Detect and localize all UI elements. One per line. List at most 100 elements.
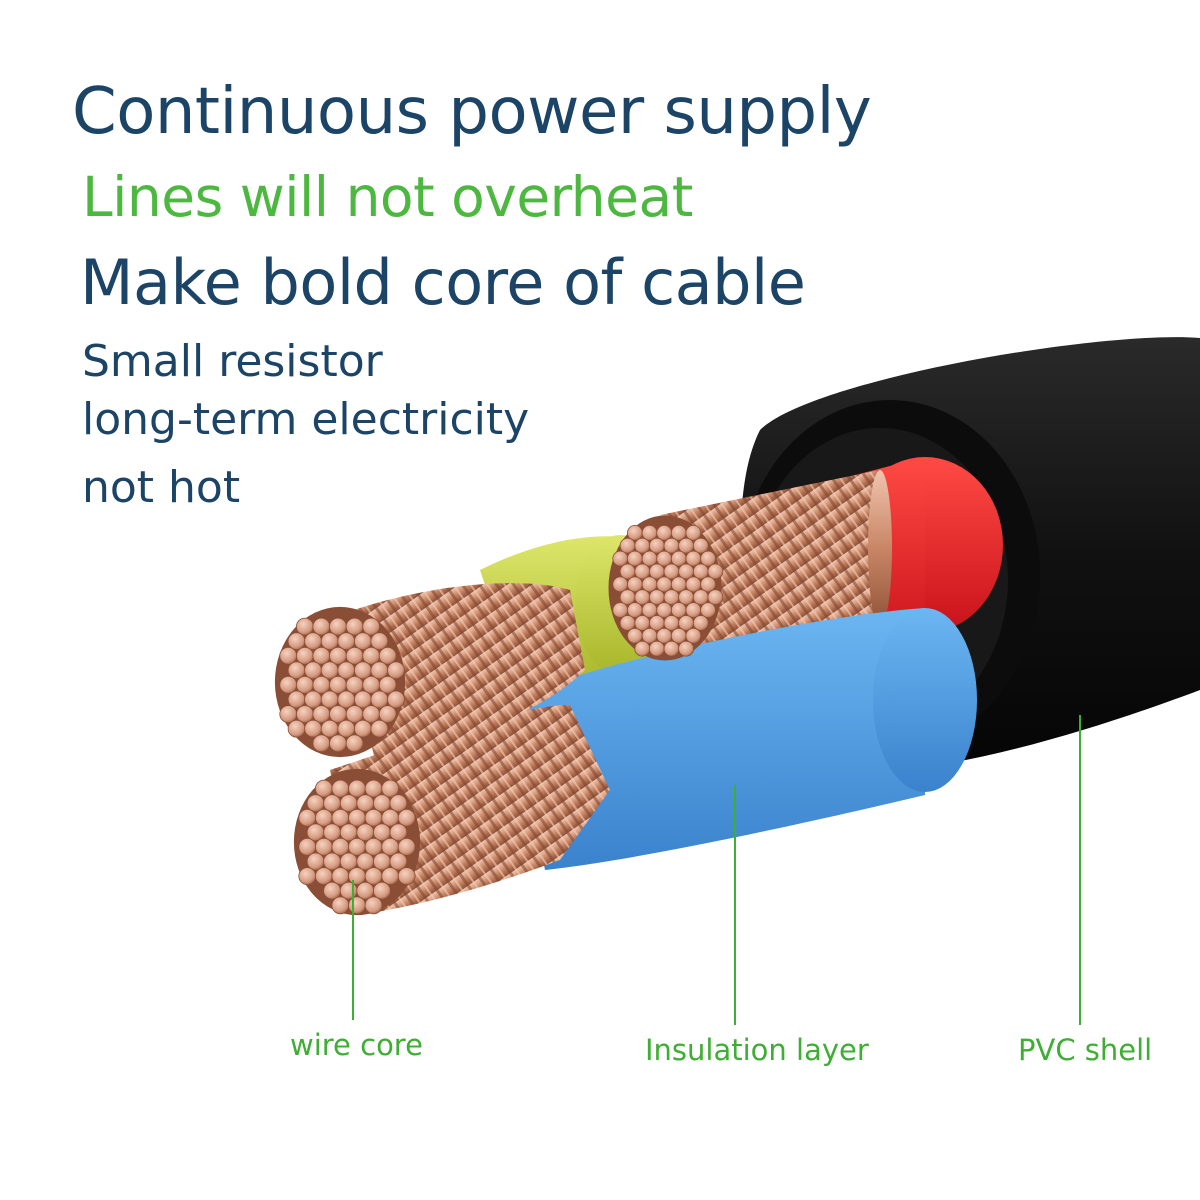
copper-strand [663, 640, 680, 657]
copper-strand [339, 852, 358, 871]
copper-strand [397, 838, 416, 856]
copper-strand [678, 640, 694, 657]
copper-strand [339, 823, 358, 842]
copper-strand [700, 550, 716, 567]
copper-strand [295, 676, 314, 694]
copper-strand [381, 779, 400, 798]
copper-strand [619, 563, 636, 580]
copper-strand [649, 537, 665, 554]
copper-strand [678, 589, 694, 606]
copper-strand [323, 881, 342, 900]
copper-strand [348, 838, 366, 856]
copper-strand [627, 627, 643, 644]
wire-core-end-top [608, 515, 724, 661]
copper-strand [306, 794, 325, 813]
copper-strand [692, 537, 709, 554]
copper-strand [337, 661, 356, 680]
copper-strand [314, 867, 333, 885]
copper-strand [381, 867, 400, 885]
copper-strand [331, 779, 350, 798]
copper-strand [306, 823, 325, 842]
copper-strand [370, 632, 389, 651]
copper-strand [692, 589, 709, 606]
copper-strand [329, 705, 347, 723]
copper-strand [304, 632, 323, 651]
copper-strand [298, 867, 317, 885]
red-conductor [660, 457, 1003, 660]
copper-strand [670, 627, 687, 644]
copper-strand [304, 690, 323, 709]
copper-strand [329, 676, 347, 694]
wire-core-twist [340, 583, 585, 760]
copper-strand [389, 823, 408, 842]
copper-strand [663, 589, 680, 606]
copper-strand [387, 661, 405, 680]
copper-strand [670, 602, 687, 618]
copper-strand [619, 537, 636, 554]
copper-strand [634, 563, 651, 580]
copper-strand [378, 676, 397, 694]
copper-strand [353, 632, 372, 651]
copper-strand [372, 852, 391, 871]
copper-strand [279, 705, 298, 723]
wire-core-end-left [274, 606, 406, 758]
copper-strand [619, 589, 636, 606]
copper-strand [370, 690, 389, 709]
copper-strand [287, 661, 306, 680]
copper-strand [649, 589, 665, 606]
detail-line-1: Small resistor [82, 336, 383, 387]
copper-strand [356, 823, 375, 842]
copper-strand [397, 808, 416, 827]
copper-strand [348, 779, 366, 798]
copper-strand [337, 690, 356, 709]
copper-strand [372, 823, 391, 842]
copper-strand [663, 563, 680, 580]
copper-strand [656, 627, 673, 644]
copper-strand [312, 617, 331, 636]
headline-line-2: Lines will not overheat [82, 165, 693, 229]
copper-strand [329, 617, 347, 636]
copper-strand [298, 838, 317, 856]
copper-strand [306, 852, 325, 871]
label-insulation-layer: Insulation layer [645, 1033, 869, 1067]
copper-strand [304, 719, 323, 738]
label-pvc-shell: PVC shell [1018, 1033, 1153, 1067]
copper-strand [389, 852, 408, 871]
copper-strand [314, 779, 333, 798]
copper-strand [685, 627, 702, 644]
copper-strand [692, 615, 709, 631]
copper-strand [656, 550, 673, 567]
copper-strand [353, 690, 372, 709]
headline-line-3: Make bold core of cable [80, 246, 806, 319]
copper-strand [320, 661, 339, 680]
copper-strand [345, 617, 364, 636]
copper-strand [339, 794, 358, 813]
copper-strand [364, 838, 383, 856]
copper-strand [287, 632, 306, 651]
copper-strand [337, 719, 356, 738]
copper-strand [692, 563, 709, 580]
copper-strand [320, 632, 339, 651]
copper-strand [279, 676, 298, 694]
copper-strand [362, 705, 381, 723]
copper-strand [295, 705, 314, 723]
copper-strand [331, 867, 350, 885]
copper-strand [670, 550, 687, 567]
copper-strand [685, 525, 702, 541]
copper-strand [641, 627, 658, 644]
detail-line-3: not hot [82, 462, 241, 513]
copper-strand [649, 640, 665, 657]
copper-strand [634, 589, 651, 606]
copper-strand [387, 690, 405, 709]
copper-strand [700, 576, 716, 593]
headline-line-1: Continuous power supply [72, 75, 872, 149]
copper-strand [678, 537, 694, 554]
copper-strand [685, 602, 702, 618]
copper-strand [348, 896, 366, 915]
copper-strand [320, 690, 339, 709]
copper-strand [356, 794, 375, 813]
copper-strand [381, 838, 400, 856]
copper-strand [700, 602, 716, 618]
copper-strand [641, 602, 658, 618]
copper-strand [339, 881, 358, 900]
